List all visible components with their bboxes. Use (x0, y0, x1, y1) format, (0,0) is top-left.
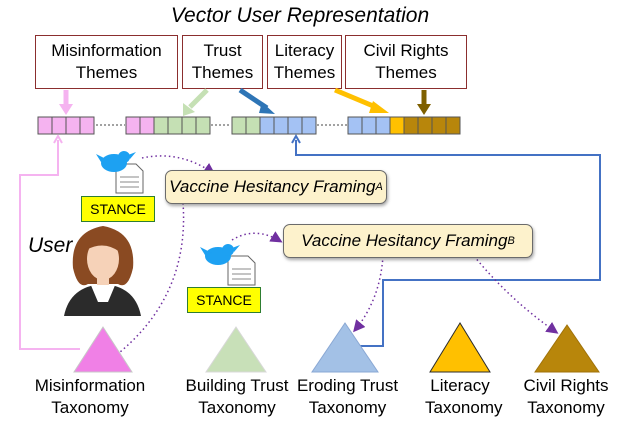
theme-label-civil-rights: Civil Rights Themes (363, 41, 449, 82)
framing-a-subscript: A (375, 181, 383, 193)
taxonomy-label-text: Civil Rights Taxonomy (523, 376, 609, 417)
twitter-bird-icon (96, 151, 136, 172)
taxonomy-label-text: Misinformation Taxonomy (34, 376, 146, 417)
theme-box-misinformation: Misinformation Themes (35, 35, 178, 89)
document-icon (227, 255, 256, 286)
dotted-connectors (107, 155, 559, 362)
connector-misinformation (19, 133, 80, 350)
theme-box-trust: Trust Themes (182, 35, 263, 89)
twitter-bird-icon (200, 244, 240, 265)
taxonomy-triangles (73, 322, 600, 373)
user-avatar-icon (64, 226, 141, 316)
framing-b-text: Vaccine Hesitancy Framing (301, 231, 508, 250)
vector-group-civil-rights (347, 116, 461, 135)
theme-label-literacy: Literacy Themes (273, 41, 336, 82)
document-icon (115, 163, 144, 194)
vector-group-misinformation (37, 116, 95, 135)
stance-badge-a: STANCE (81, 196, 155, 222)
taxonomy-label-text: Literacy Taxonomy (425, 376, 503, 417)
vector-group-literacy (231, 116, 317, 135)
theme-arrows (59, 87, 431, 116)
theme-box-literacy: Literacy Themes (267, 35, 342, 89)
taxonomy-label-eroding-trust: Eroding Trust Taxonomy (295, 375, 400, 419)
stance-label: STANCE (90, 201, 146, 217)
taxonomy-label-literacy: Literacy Taxonomy (425, 375, 502, 419)
framing-b-subscript: B (507, 235, 515, 247)
taxonomy-label-text: Eroding Trust Taxonomy (296, 376, 399, 417)
user-label: User (28, 234, 73, 257)
vector-group-trust (125, 116, 211, 135)
theme-label-misinformation: Misinformation Themes (51, 41, 162, 82)
stance-label: STANCE (196, 292, 252, 308)
connector-eroding-trust (291, 133, 601, 347)
taxonomy-label-misinformation: Misinformation Taxonomy (20, 375, 160, 419)
stance-badge-b: STANCE (187, 287, 261, 313)
taxonomy-label-civil-rights: Civil Rights Taxonomy (516, 375, 616, 419)
framing-a-text: Vaccine Hesitancy Framing (169, 177, 376, 196)
taxonomy-label-building-trust: Building Trust Taxonomy (183, 375, 291, 419)
taxonomy-label-text: Building Trust Taxonomy (185, 376, 289, 417)
diagram-title: Vector User Representation (170, 4, 430, 27)
theme-box-civil-rights: Civil Rights Themes (345, 35, 467, 89)
theme-label-trust: Trust Themes (191, 41, 254, 82)
